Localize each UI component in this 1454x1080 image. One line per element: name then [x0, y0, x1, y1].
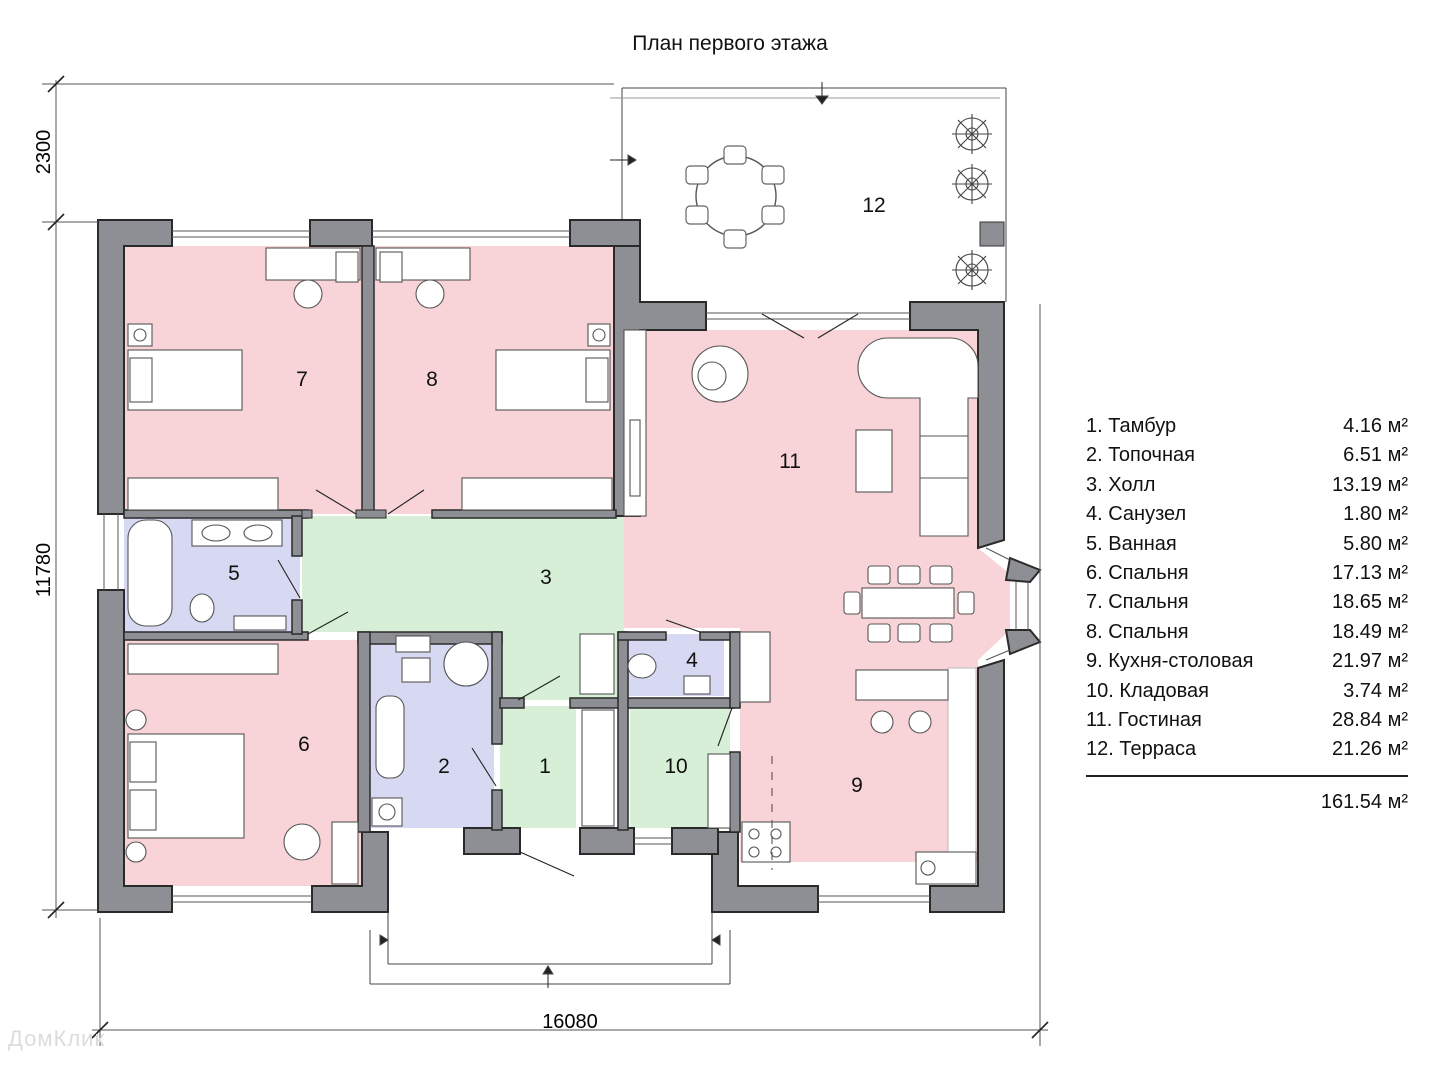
legend-area: 4.16 м² — [1343, 415, 1408, 437]
room-fill-3 — [302, 516, 624, 700]
windows — [103, 230, 1029, 903]
legend-row: 10. Кладовая 3.74 м² — [1086, 677, 1408, 706]
dim-overall-width: 16080 — [542, 1011, 598, 1033]
legend-label: 5. Ванная — [1086, 532, 1177, 555]
legend-divider — [1086, 774, 1408, 777]
legend-area: 3.74 м² — [1343, 679, 1408, 702]
legend-area: 21.26 м² — [1331, 738, 1408, 761]
room-number-12: 12 — [862, 194, 885, 217]
legend-row: 12. Терраса 21.26 м² — [1086, 735, 1408, 764]
legend-label: 4. Санузел — [1086, 503, 1187, 526]
dim-terrace-depth: 2300 — [33, 130, 55, 175]
legend-area: 18.49 м² — [1331, 620, 1408, 643]
legend-row: 7. Спальня 18.65 м² — [1086, 588, 1408, 617]
porch — [369, 912, 731, 988]
legend-row: 1. Тамбур 4.16 м² — [1086, 412, 1408, 441]
room-area-legend: 1. Тамбур 4.16 м² 2. Топочная 6.51 м² 3. Х… — [1086, 412, 1408, 814]
room-number-8: 8 — [426, 368, 438, 391]
legend-label: 11. Гостиная — [1086, 708, 1202, 731]
door-swings — [277, 313, 859, 877]
legend-label: 7. Спальня — [1086, 591, 1189, 614]
room-number-10: 10 — [664, 755, 687, 778]
legend-label: 10. Кладовая — [1086, 679, 1209, 702]
room-number-11: 11 — [779, 450, 801, 473]
legend-label: 6. Спальня — [1086, 561, 1189, 584]
legend-area: 6.51 м² — [1343, 444, 1408, 467]
watermark: ДомКлик — [8, 1026, 106, 1051]
legend-label: 8. Спальня — [1086, 620, 1189, 643]
room-numbers: 1 2 3 4 5 6 7 8 9 10 11 12 — [228, 194, 886, 797]
legend-label: 2. Топочная — [1086, 444, 1195, 467]
room-fill-9 — [740, 696, 978, 862]
terrace — [610, 82, 1007, 302]
legend-total-area: 161.54 м² — [1320, 790, 1408, 813]
legend-area: 5.80 м² — [1343, 532, 1408, 555]
kitchen-strip — [947, 667, 977, 859]
furniture — [125, 247, 979, 885]
room-number-7: 7 — [296, 368, 308, 391]
room-number-3: 3 — [540, 566, 552, 589]
room-number-4: 4 — [686, 649, 698, 672]
legend-area: 1.80 м² — [1343, 503, 1408, 526]
legend-area: 13.19 м² — [1331, 473, 1408, 496]
legend-row: 9. Кухня-столовая 21.97 м² — [1086, 647, 1408, 676]
dim-overall-depth: 11780 — [33, 543, 55, 597]
legend-row: 3. Холл 13.19 м² — [1086, 471, 1408, 500]
legend-label: 1. Тамбур — [1086, 415, 1177, 437]
legend-area: 17.13 м² — [1331, 561, 1408, 584]
legend-row: 8. Спальня 18.49 м² — [1086, 618, 1408, 647]
legend-area: 21.97 м² — [1331, 650, 1408, 673]
room-number-5: 5 — [228, 562, 240, 585]
legend-row: 4. Санузел 1.80 м² — [1086, 500, 1408, 529]
room-number-6: 6 — [298, 733, 310, 756]
room-number-1: 1 — [539, 755, 551, 778]
legend-row: 6. Спальня 17.13 м² — [1086, 559, 1408, 588]
legend-area: 18.65 м² — [1331, 591, 1408, 614]
room-number-2: 2 — [438, 755, 450, 778]
legend-label: 9. Кухня-столовая — [1086, 650, 1254, 673]
legend-area: 28.84 м² — [1331, 708, 1408, 731]
dimension-lines — [42, 75, 1049, 1046]
legend-row: 11. Гостиная 28.84 м² — [1086, 706, 1408, 735]
legend-row: 5. Ванная 5.80 м² — [1086, 530, 1408, 559]
legend-label: 12. Терраса — [1086, 738, 1197, 761]
room-number-9: 9 — [851, 774, 863, 797]
legend-label: 3. Холл — [1086, 473, 1156, 496]
legend-row: 2. Топочная 6.51 м² — [1086, 441, 1408, 470]
room-fill-1 — [500, 706, 576, 828]
page-title: План первого этажа — [632, 32, 828, 55]
